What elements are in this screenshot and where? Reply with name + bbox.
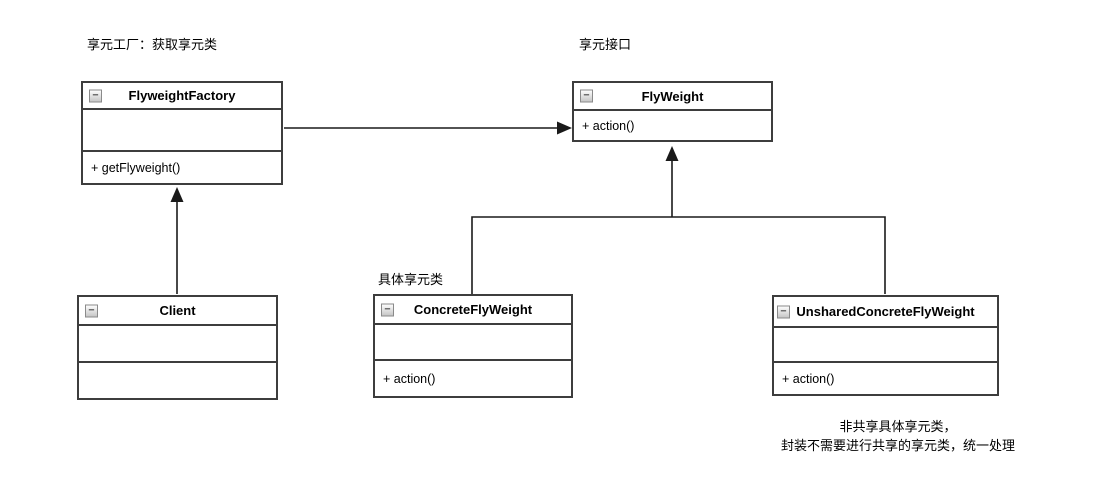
collapse-icon[interactable]: − [580,89,593,103]
edge-concrete-classes-to-flyweight[interactable] [471,146,886,294]
collapse-icon[interactable]: − [381,303,394,316]
class-header: − FlyWeight [574,83,771,111]
unshared-note-line-1: 非共享具体享元类， [839,419,957,434]
methods-section: + action() [375,361,571,396]
edge-client-to-factory[interactable] [170,187,184,294]
attributes-section [83,110,281,152]
class-title: ConcreteFlyWeight [413,302,533,317]
class-client[interactable]: − Client [77,295,278,400]
methods-section: + action() [574,111,771,140]
collapse-icon[interactable]: − [85,304,98,317]
class-title: Client [159,303,196,318]
method-label: + action() [782,371,835,386]
method-label: + getFlyweight() [91,160,181,175]
class-flyweight[interactable]: − FlyWeight + action() [572,81,773,142]
method-label: + action() [383,371,436,386]
collapse-icon[interactable]: − [777,305,790,318]
methods-section: + getFlyweight() [83,152,281,183]
attributes-section [774,328,997,363]
attributes-section [375,325,571,361]
attributes-section [79,326,276,363]
label-factory-note[interactable]: 享元工厂：获取享元类 [87,37,218,52]
class-header: − ConcreteFlyWeight [375,296,571,325]
class-header: − Client [79,297,276,326]
methods-section [79,363,276,398]
collapse-icon[interactable]: − [89,89,102,102]
label-interface-note[interactable]: 享元接口 [579,37,632,52]
edge-factory-to-flyweight[interactable] [284,121,572,135]
method-label: + action() [582,118,635,133]
label-unshared-note[interactable]: 非共享具体享元类， 封装不需要进行共享的享元类，统一处理 [736,417,1060,455]
class-concrete-flyweight[interactable]: − ConcreteFlyWeight + action() [373,294,573,398]
methods-section: + action() [774,363,997,394]
label-concrete-note[interactable]: 具体享元类 [378,272,444,287]
class-flyweight-factory[interactable]: − FlyweightFactory + getFlyweight() [81,81,283,185]
class-title: FlyweightFactory [128,88,236,103]
unshared-note-line-2: 封装不需要进行共享的享元类，统一处理 [780,438,1015,453]
class-title: UnsharedConcreteFlyWeight [796,304,975,319]
class-header: − FlyweightFactory [83,83,281,110]
class-header: − UnsharedConcreteFlyWeight [774,297,997,328]
class-unshared-concrete-flyweight[interactable]: − UnsharedConcreteFlyWeight + action() [772,295,999,396]
class-title: FlyWeight [641,88,704,104]
